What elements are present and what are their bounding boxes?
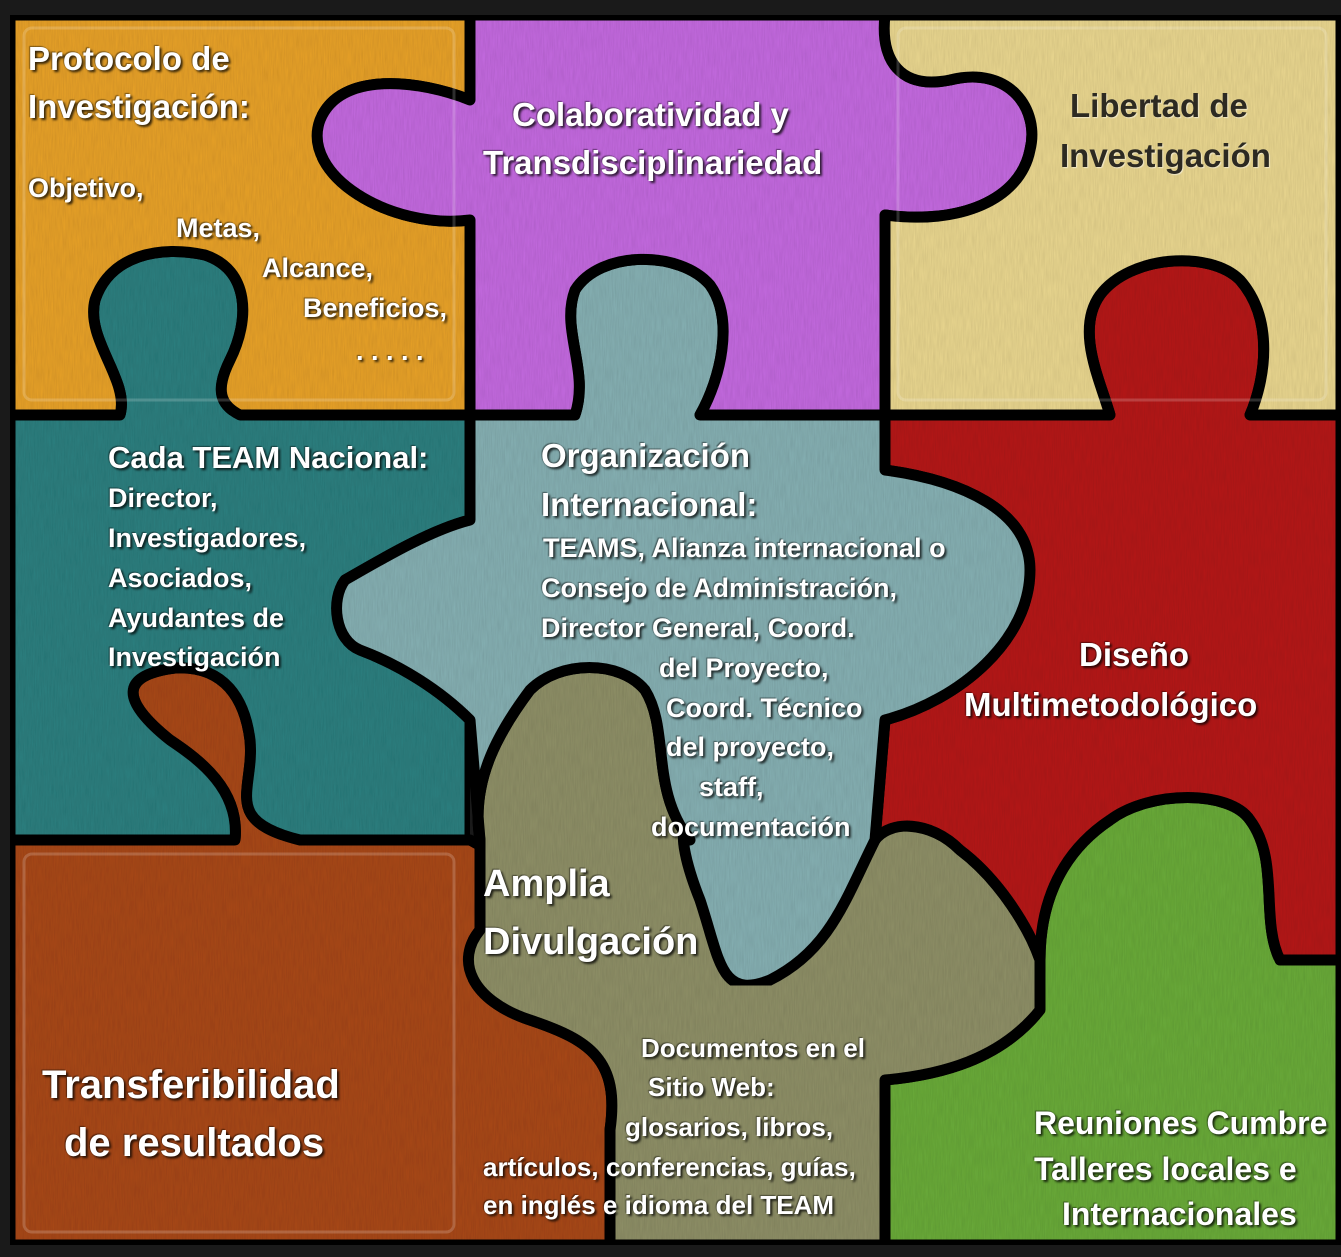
divulgacion-line: glosarios, libros, xyxy=(625,1112,834,1142)
divulgacion-line: artículos, conferencias, guías, xyxy=(483,1152,856,1182)
bevel-line xyxy=(896,26,1328,402)
divulgacion-title-1: Amplia xyxy=(483,863,610,905)
protocolo-title-2: Investigación: xyxy=(28,88,250,125)
organizacion-line: Coord. Técnico xyxy=(666,693,863,723)
divulgacion-line: en inglés e idioma del TEAM xyxy=(483,1190,835,1220)
libertad-line-2: Investigación xyxy=(1060,137,1271,174)
team-nacional-item: Investigadores, xyxy=(108,523,307,553)
protocolo-item: Metas, xyxy=(176,213,261,243)
bevel-line xyxy=(22,26,456,402)
diseno-line-2: Multimetodológico xyxy=(964,686,1258,723)
piece-libertad xyxy=(878,9,1341,421)
protocolo-title-1: Protocolo de xyxy=(28,40,230,77)
organizacion-line: Director General, Coord. xyxy=(541,613,855,643)
protocolo-item: Alcance, xyxy=(262,253,374,283)
divulgacion-line: Documentos en el xyxy=(641,1033,865,1063)
reuniones-line: Internacionales xyxy=(1062,1196,1297,1232)
protocolo-item: Objetivo, xyxy=(28,173,144,203)
organizacion-title-2: Internacional: xyxy=(541,486,758,523)
team-nacional-item: Investigación xyxy=(108,642,281,672)
reuniones-line: Reuniones Cumbre xyxy=(1034,1105,1328,1141)
organizacion-line: del proyecto, xyxy=(666,732,835,762)
team-nacional-heading: Cada TEAM Nacional: xyxy=(108,440,429,475)
protocolo-item: Beneficios, xyxy=(303,293,448,323)
organizacion-line: Consejo de Administración, xyxy=(541,573,898,603)
team-nacional-item: Ayudantes de xyxy=(108,603,285,633)
team-nacional-item: Director, xyxy=(108,483,218,513)
team-nacional-item: Asociados, xyxy=(108,563,253,593)
organizacion-title-1: Organización xyxy=(541,437,751,474)
transferibilidad-line-2: de resultados xyxy=(64,1121,325,1165)
divulgacion-line: Sitio Web: xyxy=(648,1072,775,1102)
organizacion-line: staff, xyxy=(699,772,764,802)
organizacion-line: del Proyecto, xyxy=(659,653,829,683)
diseno-line-1: Diseño xyxy=(1079,636,1190,673)
colaboratividad-line-1: Colaboratividad y xyxy=(512,96,789,133)
libertad-line-1: Libertad de xyxy=(1070,87,1248,124)
protocolo-item: . . . . . xyxy=(356,336,424,366)
organizacion-line: documentación xyxy=(651,812,851,842)
bevel-line xyxy=(22,852,456,1234)
organizacion-line: TEAMS, Alianza internacional o xyxy=(543,533,946,563)
reuniones-line: Talleres locales e xyxy=(1034,1151,1297,1187)
colaboratividad-line-2: Transdisciplinariedad xyxy=(483,144,823,181)
divulgacion-title-2: Divulgación xyxy=(483,921,699,963)
transferibilidad-line-1: Transferibilidad xyxy=(42,1063,340,1107)
